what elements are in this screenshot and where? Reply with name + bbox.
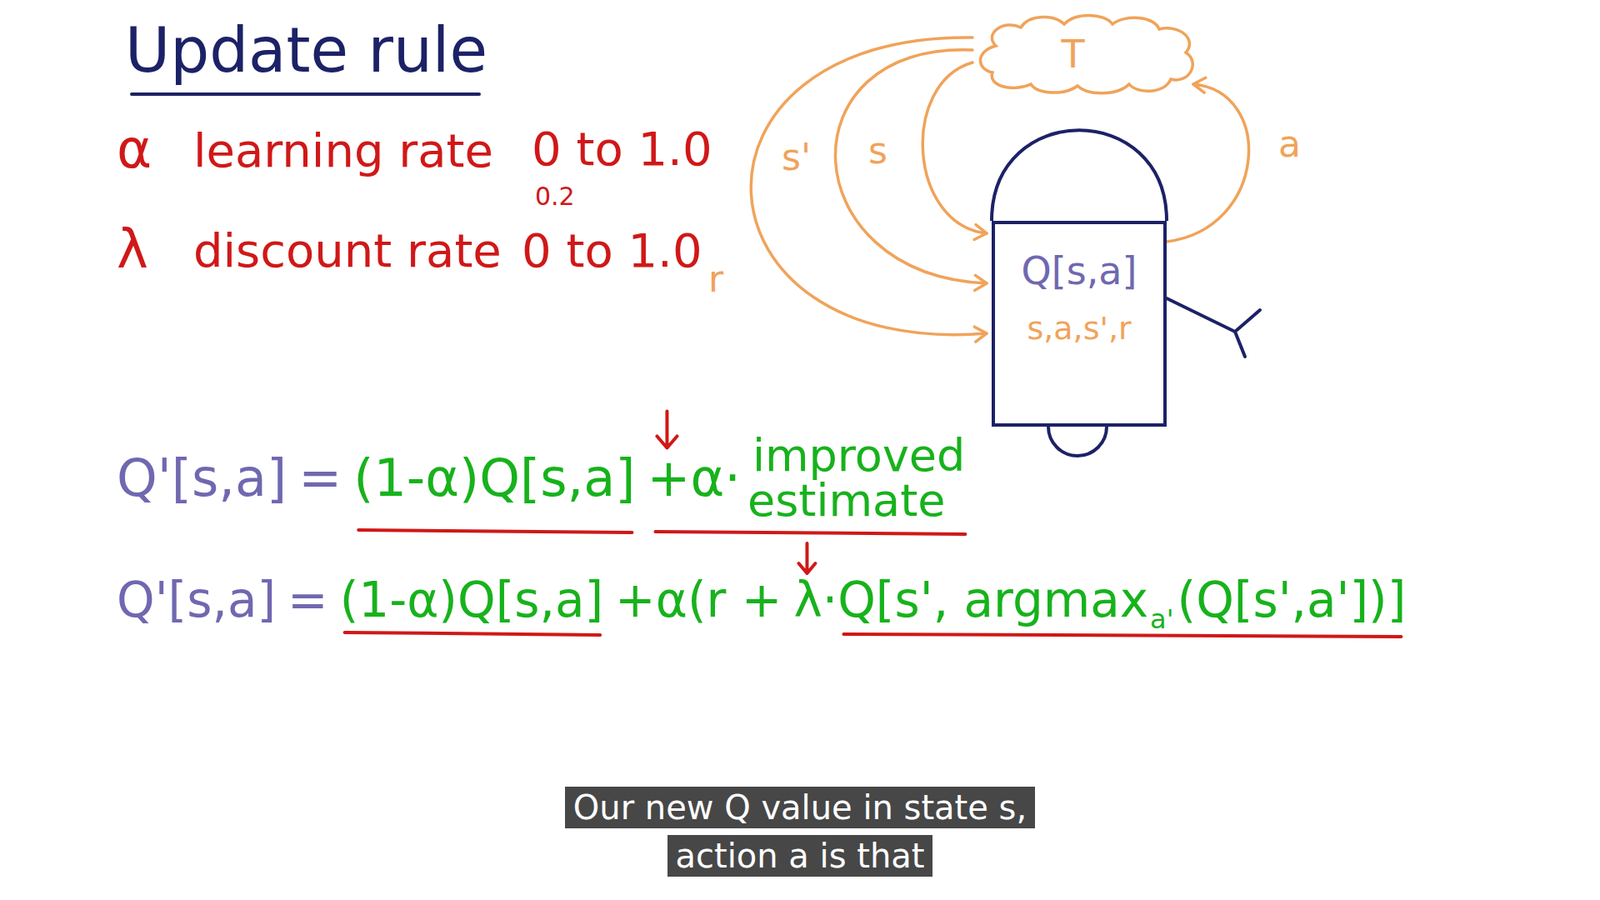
environment-label: T	[1060, 34, 1085, 75]
equation-term: =	[298, 450, 342, 505]
robot-foot	[1048, 426, 1107, 456]
transition-arrow	[750, 37, 987, 335]
experience-tuple: s,a,s',r	[1026, 312, 1131, 346]
subtitle-box: Our new Q value in state s, action a is …	[533, 783, 1067, 880]
edge-label: s	[866, 131, 890, 170]
equation-term: +α(r +	[615, 575, 782, 626]
slide-title: Update rule	[125, 18, 488, 84]
parameter-text: 0 to 1.0	[521, 226, 703, 276]
edge-label: a	[1276, 125, 1303, 164]
equation-term: estimate	[747, 478, 946, 524]
equation-term: Q'[s,a]	[116, 575, 276, 626]
equation-term: λ·Q[s', argmax	[793, 575, 1149, 626]
equation-term: (Q[s',a'])]	[1177, 575, 1407, 626]
parameter-text: discount rate	[193, 226, 502, 276]
robot-arm	[1166, 298, 1260, 357]
parameter-text: 0 to 1.0	[531, 125, 713, 175]
equation-row: Q'[s,a]=(1-α)Q[s,a]+α(r +λ·Q[s', argmaxa…	[116, 575, 1406, 626]
cloud-node: T	[970, 12, 1200, 96]
edge-label: s'	[780, 138, 813, 177]
equation-term: a'	[1150, 605, 1174, 635]
equation-term: improved	[752, 433, 965, 479]
equation-row: Q'[s,a]=(1-α)Q[s,a]+α·improvedestimate	[116, 433, 965, 524]
parameter-text: learning rate	[193, 126, 494, 176]
equation-term: (1-α)Q[s,a]	[353, 450, 635, 505]
robot-head	[991, 130, 1167, 221]
agent-body: Q[s,a] s,a,s',r	[991, 220, 1167, 427]
red-underline	[843, 634, 1401, 637]
equation-term: +α·	[646, 450, 741, 505]
subtitle-text: Our new Q value in state s, action a is …	[565, 786, 1035, 877]
q-table-label: Q[s,a]	[1021, 250, 1138, 291]
transition-arrow	[835, 50, 987, 284]
pointer-arrow	[656, 410, 677, 448]
parameter-text: 0.2	[535, 183, 575, 210]
edge-label: r	[706, 260, 725, 299]
equation-stack: improvedestimate	[752, 433, 965, 524]
cloud-outline	[970, 12, 1200, 96]
red-underline	[358, 530, 632, 533]
parameter-text: α	[116, 121, 152, 178]
red-underline	[655, 531, 965, 535]
pointer-arrow	[798, 543, 815, 574]
subtitle-wrap: Our new Q value in state s, action a is …	[0, 783, 1600, 880]
red-underline	[345, 632, 600, 635]
parameter-text: λ	[116, 221, 149, 278]
equation-term: (1-α)Q[s,a]	[340, 575, 604, 626]
title-underline	[131, 92, 480, 96]
transition-arrow	[1166, 84, 1250, 242]
equation-term: =	[287, 575, 329, 626]
equation-term: Q'[s,a]	[116, 450, 287, 505]
transition-arrow	[922, 62, 987, 234]
